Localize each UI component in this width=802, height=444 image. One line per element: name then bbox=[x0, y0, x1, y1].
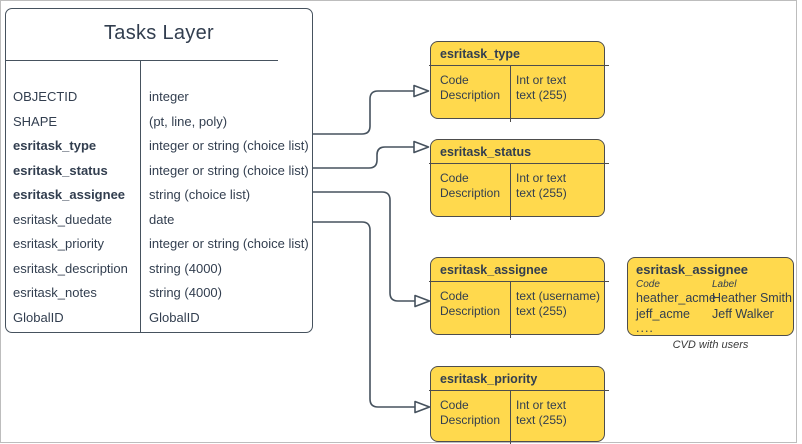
domain-right-column: Int or text text (255) bbox=[516, 398, 567, 428]
domain-cell: Code bbox=[440, 289, 469, 303]
domain-cell: Int or text bbox=[516, 73, 567, 87]
field-name: esritask_assignee bbox=[13, 187, 126, 202]
domain-cell: Description bbox=[440, 88, 501, 102]
domain-cell: Code bbox=[440, 398, 469, 412]
domain-title: esritask_type bbox=[440, 47, 520, 61]
domain-left-column: Code Description bbox=[440, 398, 500, 428]
domain-box-esritask-type: esritask_type Code Description Int or te… bbox=[429, 41, 609, 122]
cvd-title: esritask_assignee bbox=[636, 262, 749, 277]
field-name: esritask_type bbox=[13, 138, 97, 153]
domain-cell: Int or text bbox=[516, 398, 567, 412]
field-name: OBJECTID bbox=[13, 89, 78, 104]
table-row: SHAPE (pt, line, poly) bbox=[6, 110, 312, 135]
tasks-layer-table: Tasks Layer OBJECTID integer SHAPE (pt, li… bbox=[5, 8, 313, 333]
table-title: Tasks Layer bbox=[103, 22, 214, 44]
column-divider bbox=[140, 60, 142, 332]
domain-cell: text (255) bbox=[516, 88, 567, 102]
field-name: esritask_status bbox=[13, 162, 108, 178]
field-name: SHAPE bbox=[13, 113, 58, 129]
cvd-row: jeff_acme Jeff Walker bbox=[636, 307, 791, 323]
domain-box-esritask-priority: esritask_priority Code Description Int o… bbox=[429, 366, 609, 444]
table-row: esritask_status integer or string (choice… bbox=[6, 159, 312, 184]
domain-box-esritask-assignee: esritask_assignee Code Description text … bbox=[429, 257, 609, 338]
domain-title-divider bbox=[429, 281, 609, 283]
field-rows: OBJECTID integer SHAPE (pt, line, poly) es… bbox=[6, 85, 312, 330]
domain-cell: text (255) bbox=[516, 304, 567, 318]
field-name: esritask_description bbox=[13, 260, 128, 276]
domain-title: esritask_assignee bbox=[440, 263, 548, 277]
domain-title-divider bbox=[429, 65, 609, 67]
cvd-label: Jeff Walker bbox=[712, 306, 774, 321]
field-type: GlobalID bbox=[149, 309, 200, 325]
field-name: GlobalID bbox=[13, 309, 64, 325]
table-row: esritask_description string (4000) bbox=[6, 257, 312, 282]
domain-cell: text (255) bbox=[516, 413, 567, 427]
field-type: integer or string (choice list) bbox=[149, 138, 309, 153]
cvd-more-indicator: .... bbox=[636, 321, 654, 335]
domain-left-column: Code Description bbox=[440, 289, 500, 319]
field-type: string (4000) bbox=[149, 285, 222, 300]
domain-title-divider bbox=[429, 163, 609, 165]
cvd-label: Heather Smith bbox=[712, 291, 792, 305]
table-row: esritask_notes string (4000) bbox=[6, 281, 312, 306]
table-row: esritask_type integer or string (choice l… bbox=[6, 134, 312, 159]
table-row: GlobalID GlobalID bbox=[6, 306, 312, 331]
cvd-rows: heather_acme Heather Smith jeff_acme Jef… bbox=[636, 291, 792, 323]
field-type: string (4000) bbox=[149, 260, 222, 276]
domain-left-column: Code Description bbox=[440, 73, 500, 103]
cvd-row: heather_acme Heather Smith bbox=[636, 291, 792, 307]
domain-cell: Int or text bbox=[516, 171, 567, 185]
table-row: esritask_duedate date bbox=[6, 208, 312, 233]
domain-title-divider bbox=[429, 390, 609, 392]
domain-cell: text (255) bbox=[516, 186, 567, 200]
cvd-column-headers: Code Label bbox=[636, 279, 786, 290]
cvd-caption: CVD with users bbox=[672, 339, 749, 351]
domain-box-esritask-status: esritask_status Code Description Int or … bbox=[429, 139, 609, 220]
domain-column-divider bbox=[510, 281, 512, 338]
domain-cell: Description bbox=[440, 186, 501, 200]
field-type: integer or string (choice list) bbox=[149, 162, 309, 178]
domain-cell: Description bbox=[440, 413, 501, 427]
table-row: OBJECTID integer bbox=[6, 85, 312, 110]
field-type: date bbox=[149, 211, 175, 227]
domain-column-divider bbox=[510, 390, 512, 444]
domain-title: esritask_status bbox=[440, 145, 532, 159]
cvd-users-box: esritask_assignee Code Label heather_acm… bbox=[627, 257, 794, 336]
domain-right-column: Int or text text (255) bbox=[516, 171, 567, 201]
domain-column-divider bbox=[510, 65, 512, 122]
domain-cell: text (username) bbox=[516, 289, 601, 303]
cvd-header-label: Label bbox=[712, 279, 737, 290]
field-type: string (choice list) bbox=[149, 187, 251, 202]
domain-right-column: text (username) text (255) bbox=[516, 289, 600, 319]
domain-cell: Description bbox=[440, 304, 501, 318]
domain-cell: Code bbox=[440, 73, 469, 87]
field-type: integer or string (choice list) bbox=[149, 236, 309, 251]
table-row: esritask_assignee string (choice list) bbox=[6, 183, 312, 208]
domain-column-divider bbox=[510, 163, 512, 220]
field-name: esritask_notes bbox=[13, 285, 97, 300]
field-type: integer bbox=[149, 89, 189, 104]
cvd-code: jeff_acme bbox=[636, 306, 690, 321]
domain-left-column: Code Description bbox=[440, 171, 500, 201]
field-type: (pt, line, poly) bbox=[149, 113, 228, 129]
cvd-header-code: Code bbox=[636, 279, 660, 290]
field-name: esritask_duedate bbox=[13, 211, 113, 227]
domain-title: esritask_priority bbox=[440, 372, 538, 386]
domain-cell: Code bbox=[440, 171, 469, 185]
title-divider bbox=[6, 60, 278, 62]
table-row: esritask_priority integer or string (choi… bbox=[6, 232, 312, 257]
domain-right-column: Int or text text (255) bbox=[516, 73, 567, 103]
cvd-code: heather_acme bbox=[636, 291, 716, 305]
field-name: esritask_priority bbox=[13, 236, 105, 251]
